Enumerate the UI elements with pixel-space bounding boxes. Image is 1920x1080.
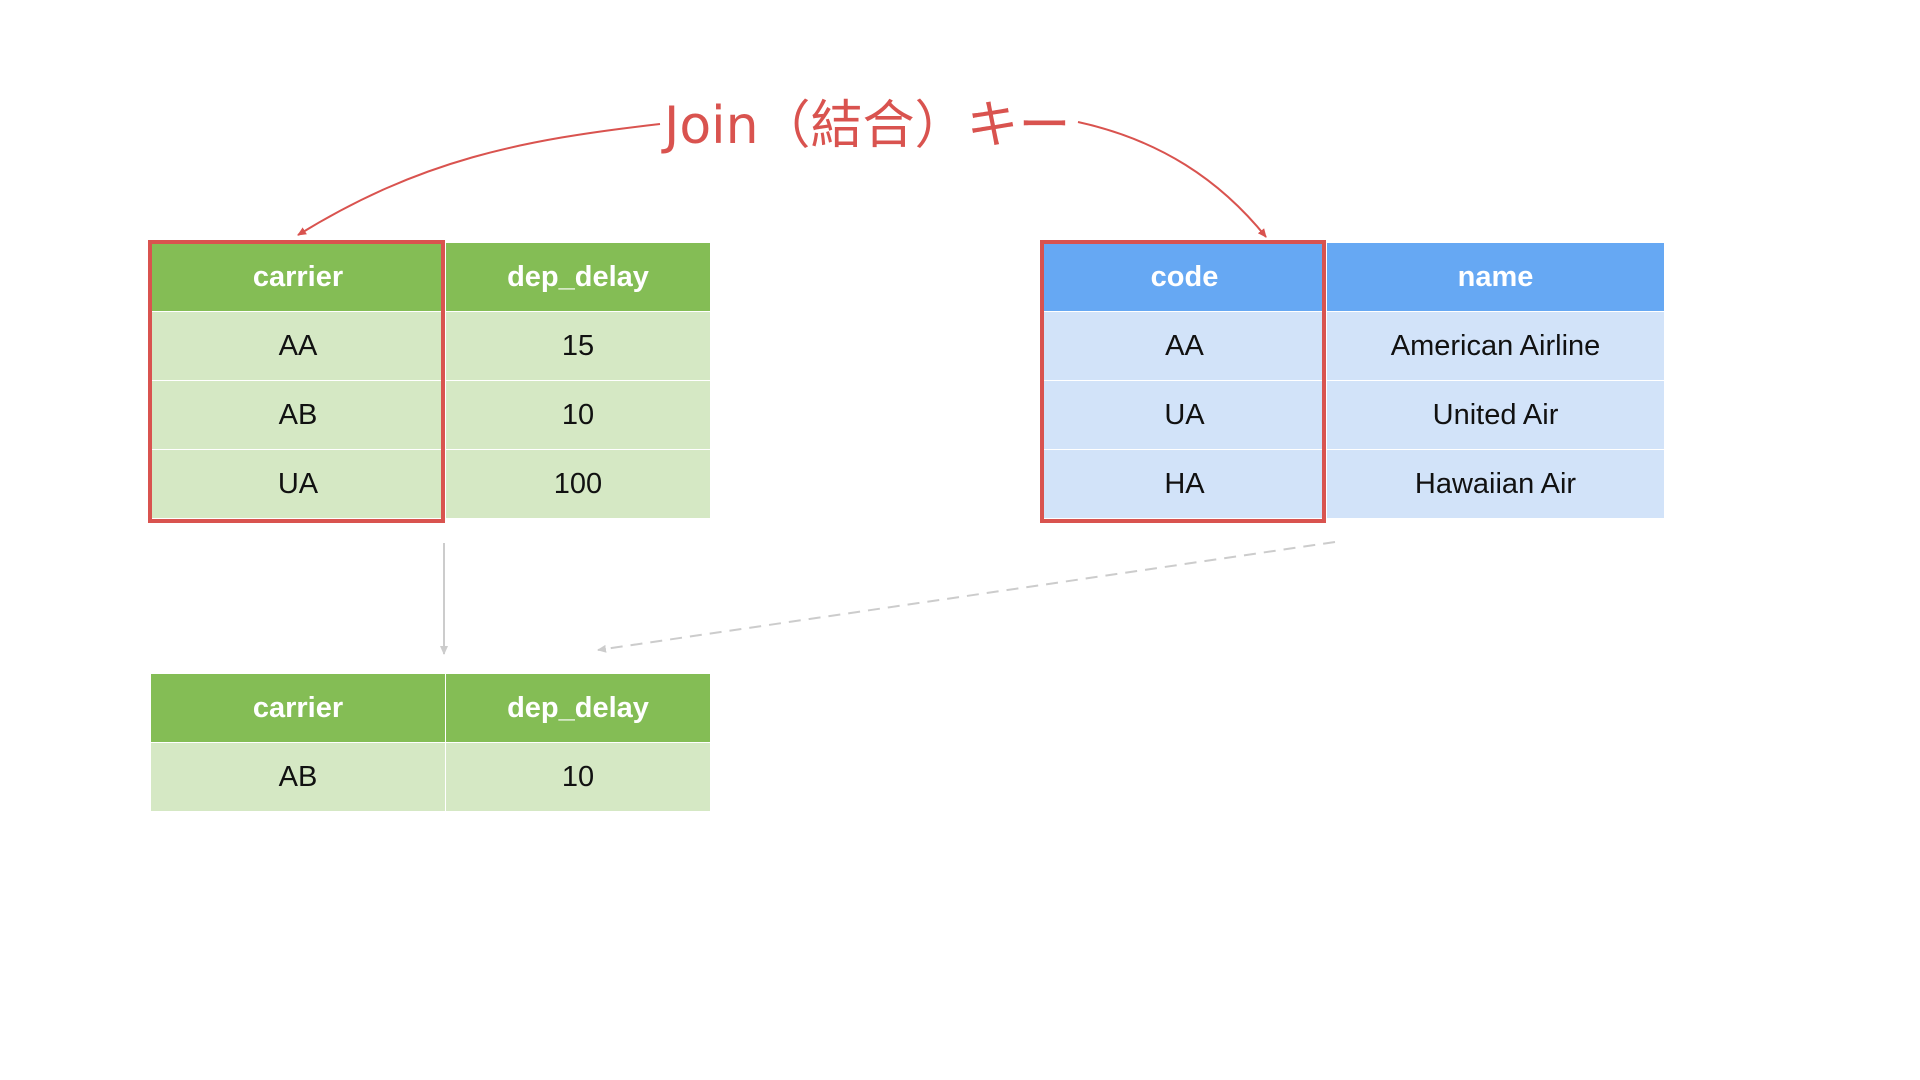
- result-table: carrier dep_delay AB 10: [150, 673, 711, 812]
- cell-name: Hawaiian Air: [1326, 449, 1665, 519]
- cell-dep-delay: 10: [445, 742, 711, 812]
- key-arrow-right: [1077, 121, 1267, 238]
- key-arrow-left: [297, 123, 661, 236]
- column-header-dep-delay: dep_delay: [445, 673, 711, 743]
- cell-code: AA: [1042, 311, 1327, 381]
- column-header-carrier: carrier: [150, 673, 446, 743]
- join-key-title: Join（結合）キー: [664, 96, 1071, 156]
- table-row: AA 15: [150, 311, 711, 381]
- result-arrow-dashed: [597, 541, 1336, 653]
- cell-code: UA: [1042, 380, 1327, 450]
- table-row: UA United Air: [1042, 380, 1665, 450]
- table-header-row: code name: [1042, 242, 1665, 312]
- table-row: AB 10: [150, 742, 711, 812]
- table-header-row: carrier dep_delay: [150, 242, 711, 312]
- column-header-dep-delay: dep_delay: [445, 242, 711, 312]
- flights-table: carrier dep_delay AA 15 AB 10 UA 100: [150, 242, 711, 519]
- column-header-name: name: [1326, 242, 1665, 312]
- column-header-carrier: carrier: [150, 242, 446, 312]
- cell-name: United Air: [1326, 380, 1665, 450]
- cell-carrier: AA: [150, 311, 446, 381]
- cell-name: American Airline: [1326, 311, 1665, 381]
- cell-carrier: AB: [150, 380, 446, 450]
- airlines-table: code name AA American Airline UA United …: [1042, 242, 1665, 519]
- table-row: HA Hawaiian Air: [1042, 449, 1665, 519]
- cell-dep-delay: 100: [445, 449, 711, 519]
- cell-carrier: AB: [150, 742, 446, 812]
- cell-dep-delay: 10: [445, 380, 711, 450]
- cell-carrier: UA: [150, 449, 446, 519]
- join-key-highlight-carrier: [148, 240, 445, 523]
- table-header-row: carrier dep_delay: [150, 673, 711, 743]
- cell-dep-delay: 15: [445, 311, 711, 381]
- join-key-highlight-code: [1040, 240, 1326, 523]
- table-row: AA American Airline: [1042, 311, 1665, 381]
- table-row: AB 10: [150, 380, 711, 450]
- table-row: UA 100: [150, 449, 711, 519]
- cell-code: HA: [1042, 449, 1327, 519]
